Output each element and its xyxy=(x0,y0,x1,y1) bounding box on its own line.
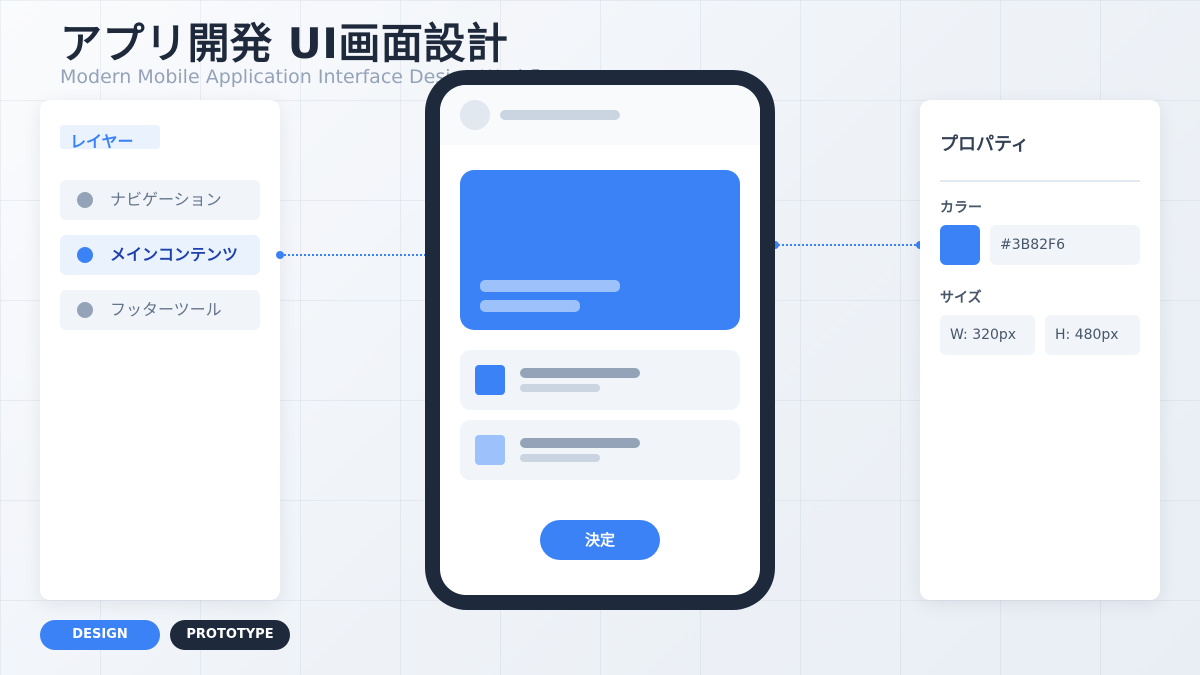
layer-item-main-content[interactable]: メインコンテンツ xyxy=(60,235,260,275)
properties-panel-title: プロパティ xyxy=(940,134,1029,155)
tag-design[interactable]: DESIGN xyxy=(40,620,160,650)
color-label: カラー xyxy=(940,200,982,216)
list-item[interactable] xyxy=(460,420,740,480)
layer-dot-icon xyxy=(77,247,93,263)
layer-connector-line xyxy=(280,254,430,256)
confirm-button[interactable]: 決定 xyxy=(540,520,660,560)
layers-panel: レイヤー ナビゲーション メインコンテンツ フッターツール xyxy=(40,100,280,600)
list-thumbnail-icon xyxy=(475,365,505,395)
hero-banner[interactable] xyxy=(460,170,740,330)
color-hex-input[interactable] xyxy=(990,225,1140,265)
phone-mockup: 決定 xyxy=(425,70,775,610)
layer-item-footer-tools[interactable]: フッターツール xyxy=(60,290,260,330)
size-label: サイズ xyxy=(940,290,982,306)
list-item[interactable] xyxy=(460,350,740,410)
tag-prototype[interactable]: PROTOTYPE xyxy=(170,620,290,650)
list-subtitle-placeholder xyxy=(520,454,600,462)
page-title: アプリ開発 UI画面設計 xyxy=(60,19,509,68)
properties-panel: プロパティ カラー サイズ xyxy=(920,100,1160,600)
property-connector-line xyxy=(775,244,920,246)
list-title-placeholder xyxy=(520,368,640,378)
hero-title-placeholder xyxy=(480,280,620,292)
layer-item-navigation[interactable]: ナビゲーション xyxy=(60,180,260,220)
phone-screen: 決定 xyxy=(440,85,760,595)
layer-item-label: メインコンテンツ xyxy=(110,245,239,264)
layer-dot-icon xyxy=(77,302,93,318)
list-thumbnail-icon xyxy=(475,435,505,465)
avatar xyxy=(460,100,490,130)
list-title-placeholder xyxy=(520,438,640,448)
app-header xyxy=(440,85,760,145)
layer-item-label: フッターツール xyxy=(110,300,222,319)
list-subtitle-placeholder xyxy=(520,384,600,392)
connector-start-dot xyxy=(276,251,284,259)
layers-panel-title: レイヤー xyxy=(60,125,160,149)
width-input[interactable] xyxy=(940,315,1035,355)
header-title-placeholder xyxy=(500,110,620,120)
layer-dot-icon xyxy=(77,192,93,208)
hero-subtitle-placeholder xyxy=(480,300,580,312)
divider xyxy=(940,180,1140,182)
color-swatch[interactable] xyxy=(940,225,980,265)
connector-start-dot xyxy=(771,241,779,249)
height-input[interactable] xyxy=(1045,315,1140,355)
layer-item-label: ナビゲーション xyxy=(110,190,222,209)
